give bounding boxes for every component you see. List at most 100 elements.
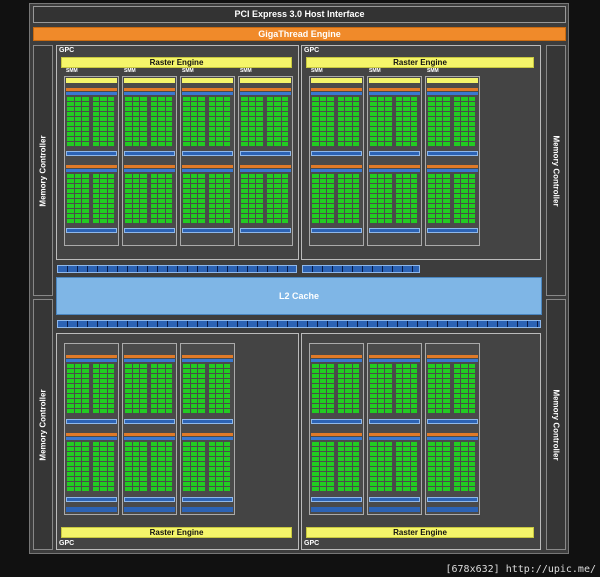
cuda-core <box>183 122 190 126</box>
cuda-core <box>443 457 450 461</box>
cuda-core <box>461 369 468 373</box>
cuda-core <box>158 127 165 131</box>
cuda-core <box>435 127 442 131</box>
cuda-core <box>443 142 450 146</box>
cuda-core <box>385 174 392 178</box>
blue-strip <box>66 92 117 95</box>
cuda-core <box>410 194 417 198</box>
cuda-core <box>352 487 359 491</box>
blue-strip <box>182 359 233 362</box>
memory-bus-bottom <box>57 320 541 328</box>
cuda-core <box>140 194 147 198</box>
cuda-core <box>377 452 384 456</box>
cuda-core <box>223 384 230 388</box>
cuda-core <box>74 487 81 491</box>
cuda-core <box>370 112 377 116</box>
cuda-core <box>435 214 442 218</box>
cuda-core <box>352 174 359 178</box>
cuda-core <box>281 142 288 146</box>
cuda-core <box>352 107 359 111</box>
cuda-core <box>461 447 468 451</box>
cuda-core <box>385 404 392 408</box>
cuda-core <box>223 97 230 101</box>
cuda-core <box>327 364 334 368</box>
cuda-core <box>395 184 402 188</box>
cuda-core <box>256 204 263 208</box>
cuda-core <box>319 369 326 373</box>
cuda-core <box>241 107 248 111</box>
cuda-core <box>319 199 326 203</box>
cuda-core <box>165 179 172 183</box>
cuda-core <box>100 174 107 178</box>
cuda-core <box>281 102 288 106</box>
cuda-core <box>223 204 230 208</box>
blue-strip <box>311 437 362 440</box>
cuda-core <box>345 452 352 456</box>
cuda-core <box>312 97 319 101</box>
cuda-core <box>327 107 334 111</box>
cuda-core <box>216 127 223 131</box>
cuda-core <box>377 184 384 188</box>
cuda-core <box>140 404 147 408</box>
cuda-core <box>468 462 475 466</box>
cuda-core <box>67 472 74 476</box>
cuda-core <box>453 184 460 188</box>
cuda-core <box>461 399 468 403</box>
cuda-core <box>140 107 147 111</box>
cuda-core <box>92 199 99 203</box>
cuda-core <box>183 394 190 398</box>
cuda-core <box>428 364 435 368</box>
cuda-core <box>337 199 344 203</box>
cuda-core <box>158 389 165 393</box>
cuda-core <box>125 102 132 106</box>
cuda-core <box>125 184 132 188</box>
cuda-core <box>468 477 475 481</box>
cuda-core <box>256 189 263 193</box>
cuda-core <box>150 409 157 413</box>
cuda-core <box>125 204 132 208</box>
cuda-core <box>377 179 384 183</box>
cuda-core <box>158 467 165 471</box>
cuda-core <box>256 142 263 146</box>
cuda-core <box>337 184 344 188</box>
cuda-core <box>92 447 99 451</box>
cuda-core <box>377 142 384 146</box>
cuda-core <box>327 472 334 476</box>
smm-label: SMM <box>369 68 381 74</box>
cuda-core <box>208 452 215 456</box>
blue-strip <box>427 169 478 172</box>
cuda-core <box>385 369 392 373</box>
cuda-core <box>443 379 450 383</box>
cuda-core <box>165 472 172 476</box>
cuda-core <box>403 107 410 111</box>
cuda-core <box>403 219 410 223</box>
cuda-core <box>208 112 215 116</box>
cuda-core <box>352 204 359 208</box>
cuda-core <box>74 137 81 141</box>
cuda-core <box>337 462 344 466</box>
cuda-core <box>223 399 230 403</box>
cuda-core <box>345 179 352 183</box>
cuda-core <box>67 442 74 446</box>
cuda-core <box>100 209 107 213</box>
cuda-core <box>428 409 435 413</box>
cuda-core <box>312 137 319 141</box>
cuda-core <box>208 399 215 403</box>
cuda-core <box>208 199 215 203</box>
cuda-core <box>67 97 74 101</box>
cuda-core <box>158 457 165 461</box>
cuda-core <box>395 102 402 106</box>
cuda-core <box>453 102 460 106</box>
cuda-core <box>150 399 157 403</box>
cuda-core <box>150 472 157 476</box>
cuda-core <box>377 487 384 491</box>
cuda-core <box>345 142 352 146</box>
cuda-core <box>223 194 230 198</box>
cuda-core <box>385 399 392 403</box>
cuda-core <box>435 199 442 203</box>
cuda-core <box>223 142 230 146</box>
memory-controller-label: Memory Controller <box>551 388 561 461</box>
cuda-core <box>125 199 132 203</box>
cuda-core <box>107 209 114 213</box>
cuda-core <box>468 467 475 471</box>
